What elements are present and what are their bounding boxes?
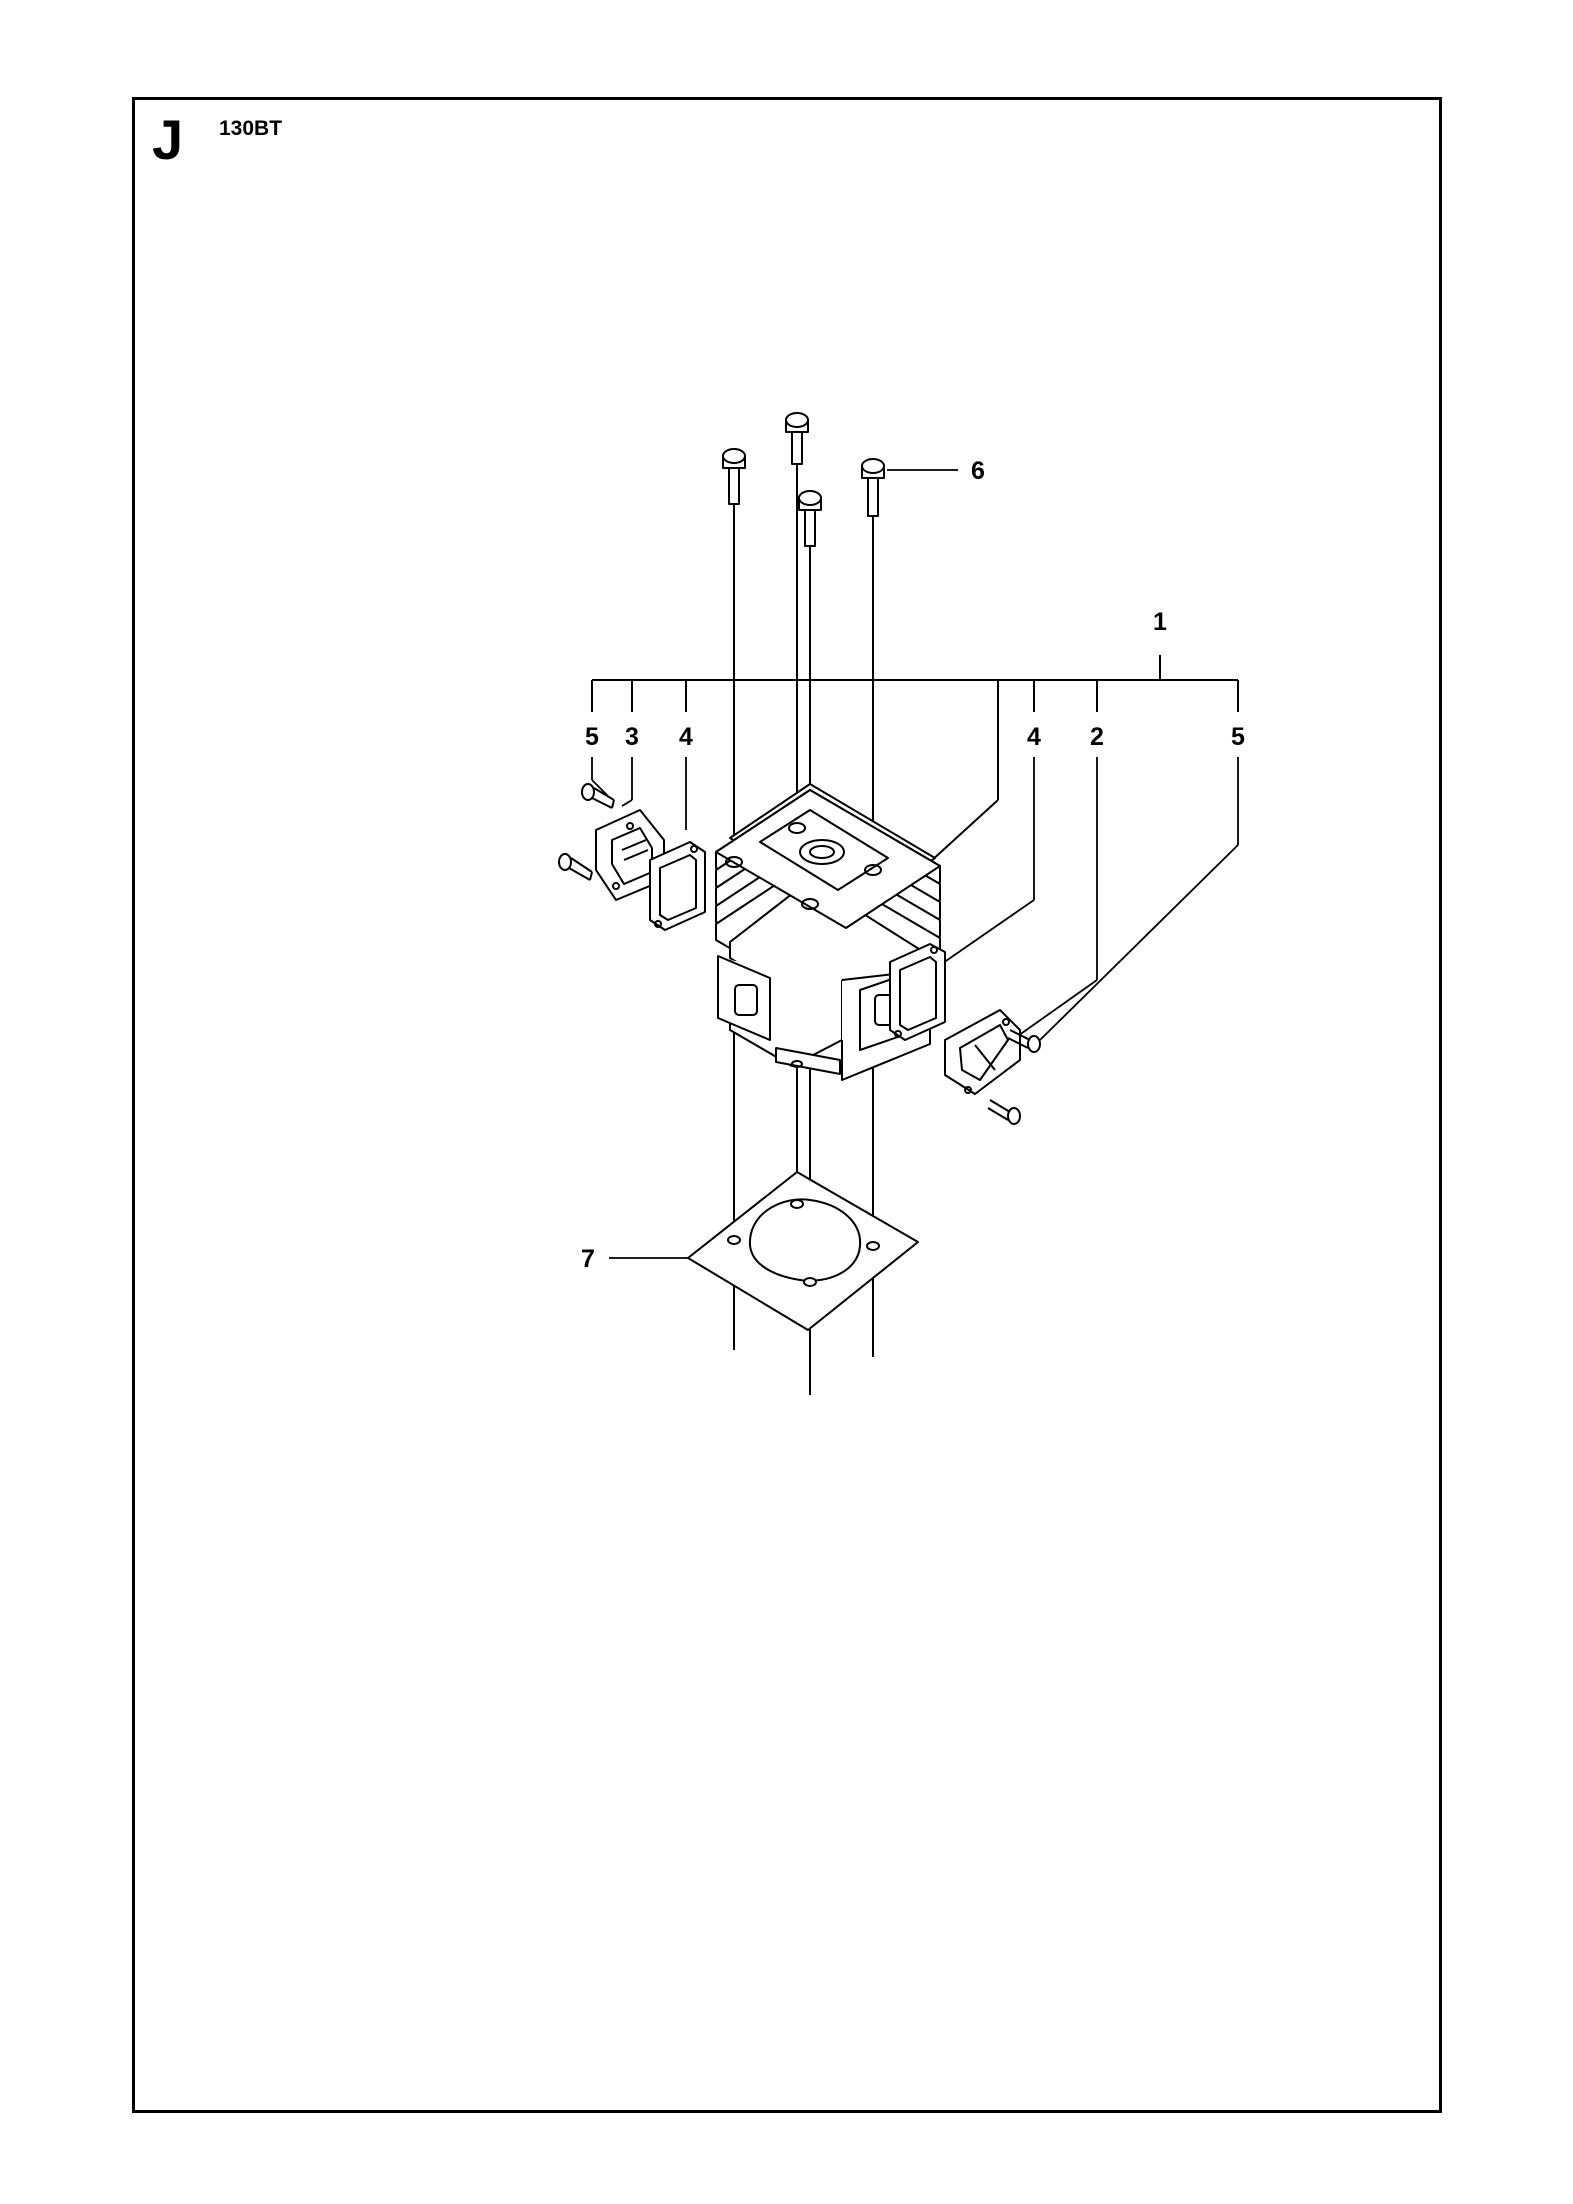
screw-right-top (1007, 1029, 1041, 1053)
left-screws (558, 783, 615, 881)
callout-labels: 1 5 3 4 4 2 5 6 7 (581, 457, 1245, 1273)
screw-right-bottom (987, 1099, 1021, 1125)
exhaust-cover (944, 1009, 1021, 1095)
leader-lines (591, 469, 1239, 1259)
callout-4-left: 4 (679, 723, 693, 751)
cylinder (715, 783, 941, 1081)
base-gasket (687, 1171, 919, 1331)
callout-4-right: 4 (1027, 723, 1041, 751)
callout-5-right: 5 (1231, 723, 1245, 751)
callout-7: 7 (581, 1245, 595, 1273)
exhaust-gasket (889, 943, 946, 1041)
callout-5-left: 5 (585, 723, 599, 751)
callout-6: 6 (971, 457, 985, 485)
right-screws (987, 1029, 1041, 1125)
callout-3: 3 (625, 723, 639, 751)
section-letter: J (152, 108, 184, 171)
bolt-b (785, 412, 809, 465)
callout-1: 1 (1153, 608, 1167, 636)
intake-gasket (649, 841, 706, 931)
intake-cover (595, 809, 665, 901)
callout-2: 2 (1090, 723, 1104, 751)
page-frame (132, 97, 1442, 2113)
model-name: 130BT (219, 117, 283, 140)
screw-left-bottom (558, 853, 593, 881)
screw-left-top (581, 783, 615, 809)
callout-bracket-1 (591, 655, 1239, 863)
